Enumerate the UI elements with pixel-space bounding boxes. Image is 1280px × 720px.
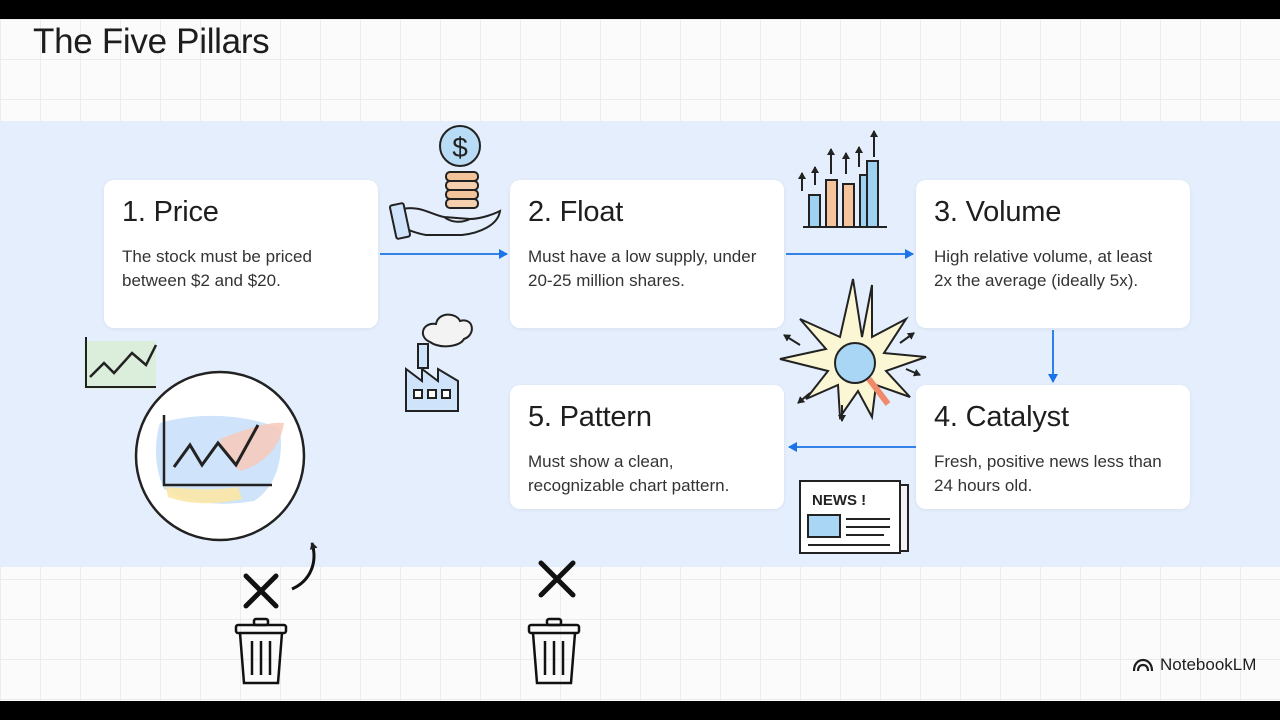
slide: The Five Pillars 1. Price The stock must… — [0, 19, 1280, 701]
slide-title: The Five Pillars — [33, 22, 270, 61]
trash-icon — [234, 617, 288, 685]
notebooklm-logo-icon — [1132, 658, 1154, 672]
pillar-title: 4. Catalyst — [934, 401, 1069, 433]
factory-icon — [405, 313, 473, 412]
trash-icon — [527, 617, 581, 685]
illustration-layer: $ — [84, 125, 1058, 685]
hand-coins-icon: $ — [388, 125, 502, 240]
pillar-description: High relative volume, at least 2x the av… — [934, 247, 1153, 290]
brand-mark: NotebookLM — [1132, 655, 1256, 675]
pillar-card-pattern: 5. Pattern Must show a clean, recognizab… — [510, 385, 784, 509]
x-mark-icon — [538, 560, 576, 598]
bar-chart-arrows-icon — [798, 130, 887, 228]
chart-circle-icon — [134, 370, 306, 542]
pillar-card-catalyst: 4. Catalyst Fresh, positive news less th… — [916, 385, 1190, 509]
dollar-sign: $ — [452, 132, 468, 163]
pillar-title: 1. Price — [122, 196, 219, 228]
chart-sketch-icon — [84, 337, 158, 389]
brand-name: NotebookLM — [1160, 655, 1257, 674]
pillar-card-float: 2. Float Must have a low supply, under 2… — [510, 180, 784, 328]
pillar-description: The stock must be priced between $2 and … — [122, 247, 312, 290]
pillar-title: 3. Volume — [934, 196, 1062, 228]
pillar-description: Must have a low supply, under 20-25 mill… — [528, 247, 757, 290]
pillar-card-price: 1. Price The stock must be priced betwee… — [104, 180, 378, 328]
pillar-card-volume: 3. Volume High relative volume, at least… — [916, 180, 1190, 328]
pillar-description: Must show a clean, recognizable chart pa… — [528, 452, 730, 495]
flow-connectors — [380, 249, 1058, 452]
pillar-title: 2. Float — [528, 196, 624, 228]
news-label: NEWS ! — [812, 492, 866, 509]
pillar-description: Fresh, positive news less than 24 hours … — [934, 452, 1162, 495]
newspaper-icon: NEWS ! — [799, 480, 909, 554]
x-mark-icon — [243, 573, 279, 609]
magnifier-burst-icon — [779, 278, 927, 422]
pillar-title: 5. Pattern — [528, 401, 652, 433]
curved-arrow-icon — [291, 542, 318, 591]
